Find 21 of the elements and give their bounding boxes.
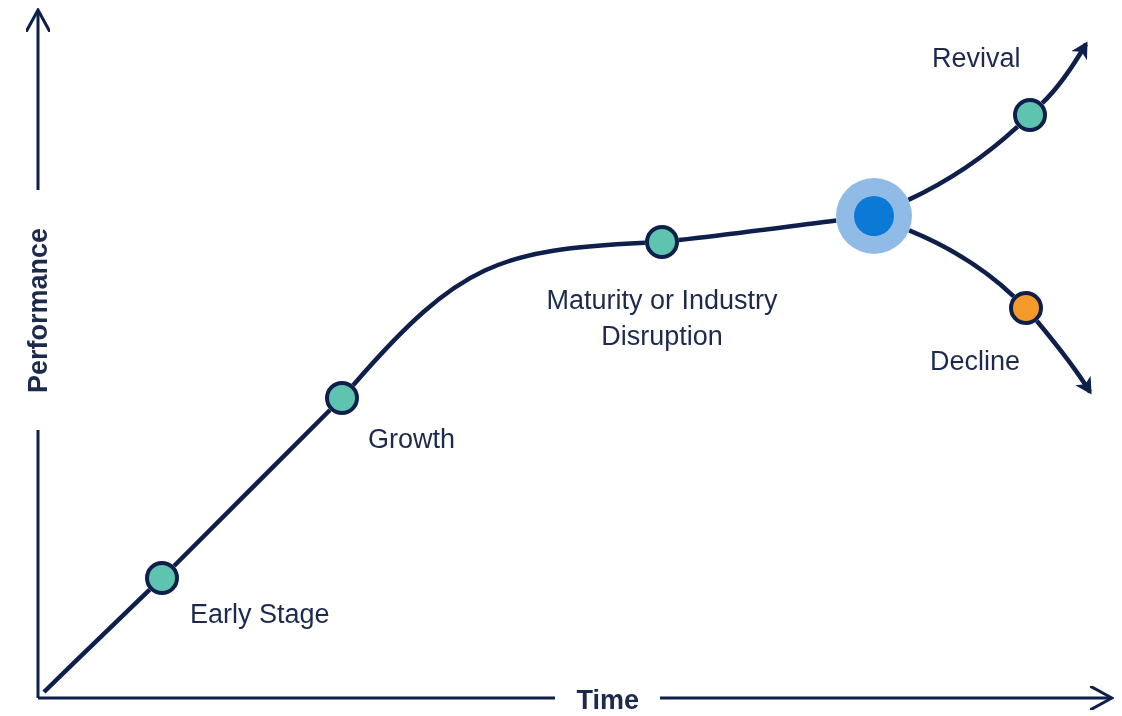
milestone-dot	[325, 381, 359, 415]
axis-label: Performance	[22, 227, 54, 393]
arrow	[1035, 319, 1092, 395]
milestone-dot	[645, 225, 679, 259]
curve-segment	[351, 240, 646, 387]
axis-label: Time	[576, 684, 640, 716]
arrow	[1040, 41, 1088, 105]
stage-label: Maturity or Industry Disruption	[545, 284, 779, 353]
curve-segment	[42, 588, 152, 694]
milestone-dot	[1013, 98, 1047, 132]
curve-segment	[907, 124, 1020, 202]
stage-label: Growth	[368, 423, 456, 456]
stage-label: Early Stage	[190, 598, 330, 631]
milestone-dot	[1009, 291, 1043, 325]
milestone-dot	[145, 561, 179, 595]
highlight-dot	[836, 178, 912, 254]
stage-label: Revival	[932, 42, 1021, 75]
stage-label: Decline	[930, 345, 1021, 378]
curve-segment	[172, 408, 332, 568]
curve-segment	[678, 218, 837, 243]
curve-segment	[908, 228, 1016, 298]
